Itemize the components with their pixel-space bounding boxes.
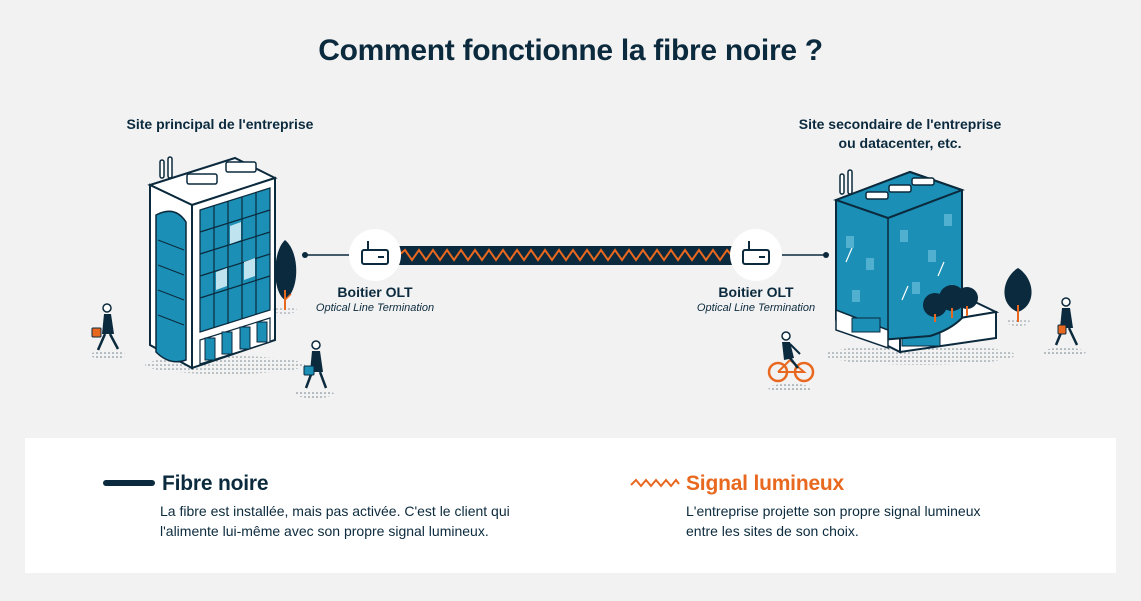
router-icon (742, 241, 770, 265)
datacenter-building (833, 169, 1000, 354)
olt-left-subtitle: Optical Line Termination (315, 302, 435, 314)
pedestrian-blue-bag (294, 340, 334, 398)
signal-lumineux-legend-wave (630, 478, 680, 488)
site-secondaire-label-line1: Site secondaire de l'entreprise (798, 116, 1002, 132)
fibre-noire-description-line1: La fibre est installée, mais pas activée… (160, 503, 510, 519)
fibre-noire-title: Fibre noire (162, 472, 269, 495)
cyclist (767, 331, 815, 392)
signal-lumineux-description-line1: L'entreprise projette son propre signal … (686, 503, 981, 519)
legend-panel: Fibre noire La fibre est installée, mais… (25, 438, 1116, 573)
olt-left-title: Boitier OLT (337, 284, 413, 300)
right-building-shadow (825, 345, 1015, 365)
router-icon (361, 241, 389, 265)
light-signal-wave (397, 248, 733, 262)
pedestrian-left (90, 303, 126, 359)
office-building (147, 156, 278, 370)
site-principal-label: Site principal de l'entreprise (126, 116, 314, 132)
fibre-link (302, 246, 829, 265)
site-secondaire-label-line2: ou datacenter, etc. (838, 135, 962, 151)
pedestrian-right (1042, 297, 1086, 356)
olt-left-device (349, 229, 401, 281)
olt-right-subtitle: Optical Line Termination (696, 302, 816, 314)
fibre-noire-description: La fibre est installée, mais pas activée… (160, 501, 560, 541)
olt-right-title: Boitier OLT (718, 284, 794, 300)
site-secondaire-label: Site secondaire de l'entreprise ou datac… (770, 115, 1030, 153)
left-tree (273, 240, 297, 314)
signal-lumineux-title: Signal lumineux (686, 472, 845, 495)
fibre-noire-legend-line (103, 480, 155, 486)
right-trees (923, 268, 1032, 326)
olt-right-device (730, 229, 782, 281)
fibre-noire-description-line2: l'alimente lui-même avec son propre sign… (160, 523, 489, 539)
signal-lumineux-description: L'entreprise projette son propre signal … (686, 501, 1086, 541)
signal-lumineux-description-line2: entre les sites de son choix. (686, 523, 859, 539)
page-title: Comment fonctionne la fibre noire ? (318, 34, 823, 67)
